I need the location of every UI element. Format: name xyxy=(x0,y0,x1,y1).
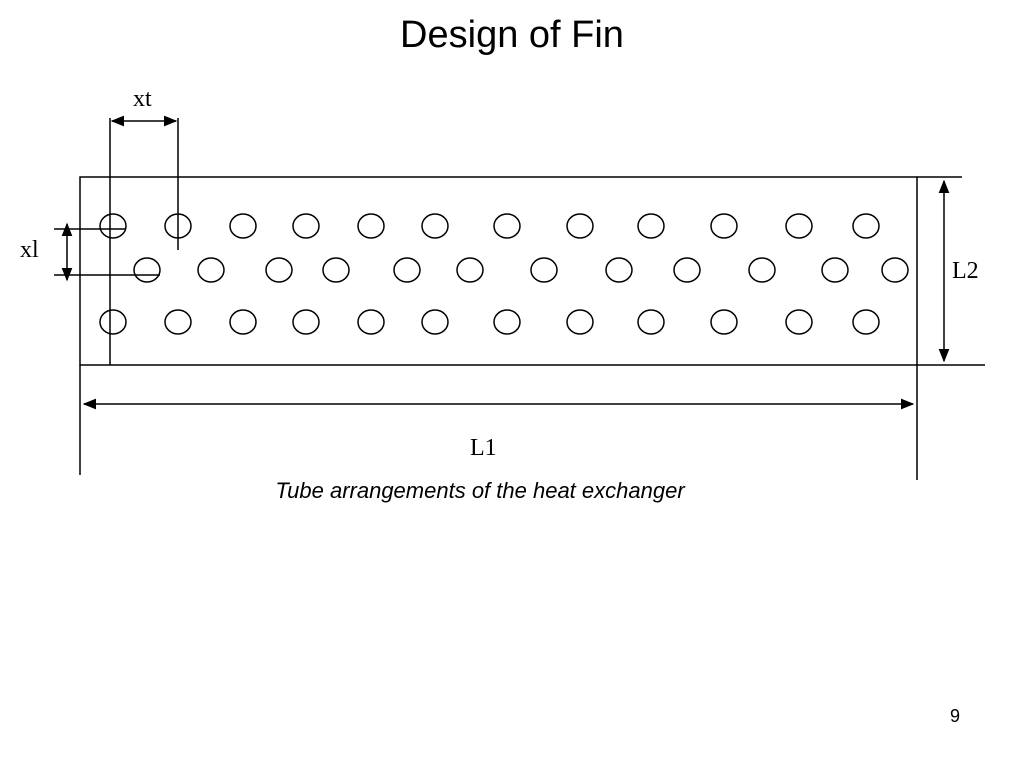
tube-circle xyxy=(456,257,484,283)
tube-circle xyxy=(357,213,385,239)
tube-circle xyxy=(710,309,738,335)
tube-circle xyxy=(637,309,665,335)
tube-circle xyxy=(229,309,257,335)
tube-circle xyxy=(322,257,350,283)
tube-circle xyxy=(530,257,558,283)
xl-label: xl xyxy=(20,237,39,263)
page-number: 9 xyxy=(949,706,960,726)
tube-circle xyxy=(197,257,225,283)
tube-circle xyxy=(493,309,521,335)
tube-circle xyxy=(637,213,665,239)
tube-circle xyxy=(292,309,320,335)
tube-array xyxy=(99,213,909,335)
tube-circle xyxy=(357,309,385,335)
tube-circle xyxy=(265,257,293,283)
tube-circle xyxy=(881,257,909,283)
tube-circle xyxy=(164,309,192,335)
L1-dimension: L1 xyxy=(79,365,918,480)
fin-plate xyxy=(79,176,918,366)
tube-circle xyxy=(393,257,421,283)
tube-circle xyxy=(748,257,776,283)
tube-circle xyxy=(133,257,161,283)
L2-label: L2 xyxy=(952,258,979,284)
tube-circle xyxy=(566,309,594,335)
xt-dimension: xt xyxy=(109,86,179,365)
tube-circle xyxy=(710,213,738,239)
tube-circle xyxy=(493,213,521,239)
tube-circle xyxy=(292,213,320,239)
L1-label: L1 xyxy=(470,435,497,461)
tube-circle xyxy=(99,213,127,239)
slide-title: Design of Fin xyxy=(400,14,624,56)
tube-circle xyxy=(852,309,880,335)
tube-circle xyxy=(99,309,127,335)
tube-circle xyxy=(785,309,813,335)
xt-label: xt xyxy=(133,86,152,112)
xl-dimension: xl xyxy=(20,222,160,282)
tube-circle xyxy=(821,257,849,283)
tube-circle xyxy=(566,213,594,239)
tube-circle xyxy=(673,257,701,283)
tube-circle xyxy=(421,309,449,335)
tube-circle xyxy=(229,213,257,239)
tube-circle xyxy=(605,257,633,283)
L2-dimension: L2 xyxy=(917,176,985,366)
tube-circle xyxy=(421,213,449,239)
tube-circle xyxy=(785,213,813,239)
figure-caption: Tube arrangements of the heat exchanger xyxy=(275,478,685,503)
tube-circle xyxy=(852,213,880,239)
